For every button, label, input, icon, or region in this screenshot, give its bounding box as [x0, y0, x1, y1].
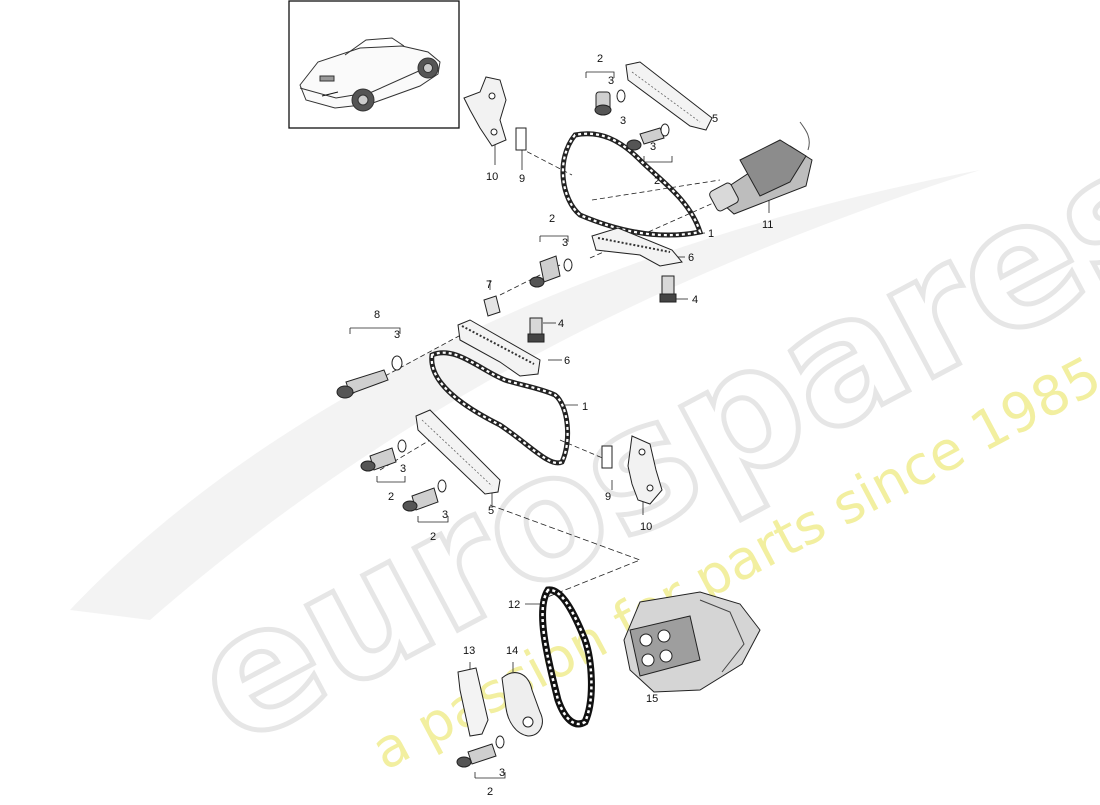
tensioner-plunger-4-lower[interactable] — [527, 317, 545, 343]
callout-6[interactable]: 6 — [688, 252, 694, 264]
callout-3[interactable]: 3 — [620, 115, 626, 127]
oil-pump-icon[interactable] — [623, 591, 761, 693]
timing-chain-lower[interactable] — [429, 350, 571, 466]
bracket-10-lower[interactable] — [627, 435, 663, 505]
car-convertible-icon — [299, 37, 441, 112]
callout-9[interactable]: 9 — [519, 173, 525, 185]
bolt-set-lower-2[interactable] — [402, 479, 447, 512]
watermark-swoosh — [70, 170, 980, 620]
callout-3[interactable]: 3 — [562, 237, 568, 249]
gasket-9-lower[interactable] — [601, 445, 613, 469]
callout-7[interactable]: 7 — [486, 279, 492, 291]
thumbnail-frame[interactable] — [288, 0, 460, 129]
callout-10[interactable]: 10 — [640, 521, 652, 533]
gasket-9-upper[interactable] — [515, 127, 527, 151]
callout-3[interactable]: 3 — [650, 141, 656, 153]
bolt-set-bottom[interactable] — [456, 735, 505, 768]
callout-2[interactable]: 2 — [654, 175, 660, 187]
bolt-set-upper-2[interactable] — [626, 123, 670, 151]
callout-14[interactable]: 14 — [506, 645, 518, 657]
callout-2[interactable]: 2 — [388, 491, 394, 503]
callout-4[interactable]: 4 — [558, 318, 564, 330]
callout-labels: 2 3 3 5 3 2 10 9 11 1 2 3 6 4 7 8 3 4 6 … — [374, 53, 773, 798]
camshaft-icon[interactable] — [708, 121, 813, 215]
callout-4[interactable]: 4 — [692, 294, 698, 306]
callout-2[interactable]: 2 — [597, 53, 603, 65]
callout-15[interactable]: 15 — [646, 693, 658, 705]
guide-rail-13[interactable] — [457, 667, 489, 737]
callout-2[interactable]: 2 — [549, 213, 555, 225]
bracket-10-upper[interactable] — [463, 76, 507, 147]
callout-12[interactable]: 12 — [508, 599, 520, 611]
callout-11[interactable]: 11 — [762, 219, 773, 231]
callout-9[interactable]: 9 — [605, 491, 611, 503]
callout-3[interactable]: 3 — [400, 463, 406, 475]
callout-5[interactable]: 5 — [712, 113, 718, 125]
callout-5[interactable]: 5 — [488, 505, 494, 517]
chain-guide-5-upper[interactable] — [625, 61, 713, 131]
tensioner-rail-6-lower[interactable] — [457, 319, 541, 377]
chain-guide-5-lower[interactable] — [415, 409, 501, 495]
sleeve-7[interactable] — [483, 295, 501, 317]
tensioner-rail-6-upper[interactable] — [591, 227, 683, 267]
bolt-set-mid[interactable] — [529, 255, 573, 288]
callout-2[interactable]: 2 — [430, 531, 436, 543]
bolt-set-upper-1[interactable] — [594, 89, 626, 116]
callout-1[interactable]: 1 — [582, 401, 588, 413]
callout-1[interactable]: 1 — [708, 228, 714, 240]
callout-brackets — [349, 71, 673, 779]
callout-13[interactable]: 13 — [463, 645, 475, 657]
callout-2[interactable]: 2 — [487, 786, 493, 798]
timing-chain-oil-pump[interactable] — [539, 586, 595, 728]
callout-8[interactable]: 8 — [374, 309, 380, 321]
callout-3[interactable]: 3 — [608, 75, 614, 87]
tensioner-plunger-4-upper[interactable] — [659, 275, 677, 303]
callout-3[interactable]: 3 — [394, 329, 400, 341]
callout-6[interactable]: 6 — [564, 355, 570, 367]
bolt-set-8[interactable] — [336, 355, 403, 399]
callout-3[interactable]: 3 — [499, 767, 505, 779]
callout-3[interactable]: 3 — [442, 509, 448, 521]
tensioner-14[interactable] — [501, 672, 543, 737]
bolt-set-lower-1[interactable] — [360, 439, 407, 472]
callout-10[interactable]: 10 — [486, 171, 498, 183]
timing-chain-upper[interactable] — [560, 131, 704, 238]
